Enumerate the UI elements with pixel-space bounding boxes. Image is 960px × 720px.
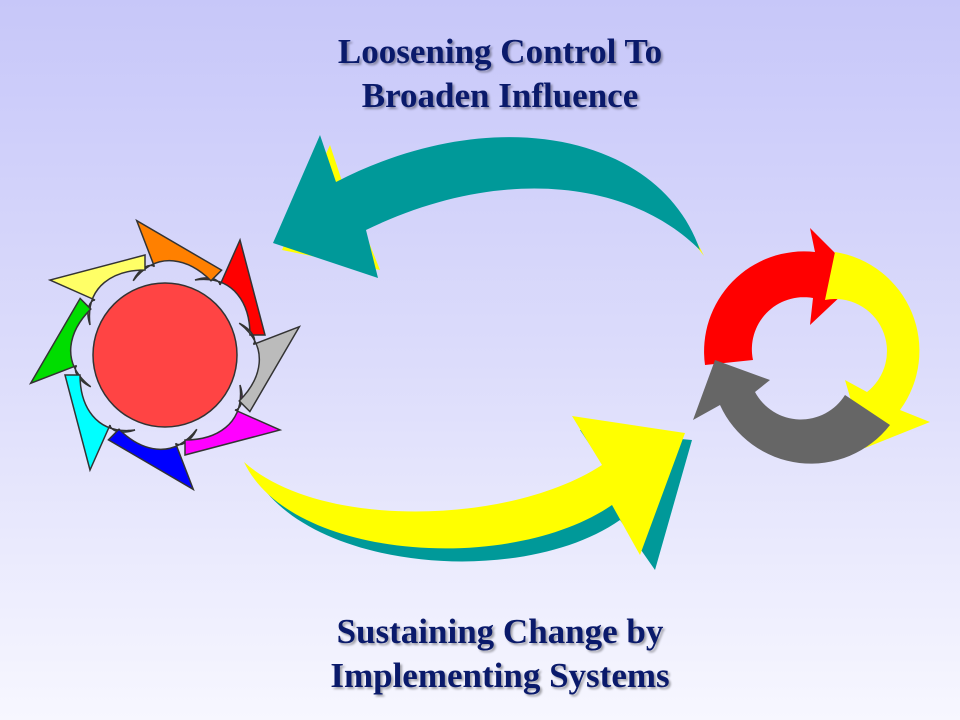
top-title-line1: Loosening Control To (337, 32, 663, 71)
cycle-icon (693, 228, 930, 464)
cycle-arc-red (704, 228, 860, 365)
top-curved-arrow (273, 135, 704, 278)
cycle-arc-yellow (825, 252, 930, 448)
bottom-curved-arrow (244, 416, 692, 570)
top-title-line2: Broaden Influence (361, 76, 639, 115)
bottom-arrow-body (244, 416, 685, 555)
top-arrow-body (273, 135, 700, 278)
bottom-title-line2: Implementing Systems (330, 656, 670, 695)
bottom-title: Sustaining Change by Implementing System… (240, 610, 760, 698)
top-title: Loosening Control To Broaden Influence (260, 30, 740, 118)
pinwheel (28, 218, 302, 492)
cycle-arc-gray (693, 360, 890, 464)
bottom-title-line1: Sustaining Change by (336, 612, 664, 651)
pinwheel-blades (28, 218, 302, 492)
pinwheel-center-circle (92, 282, 238, 428)
pinwheel-blade-gray (238, 322, 302, 413)
